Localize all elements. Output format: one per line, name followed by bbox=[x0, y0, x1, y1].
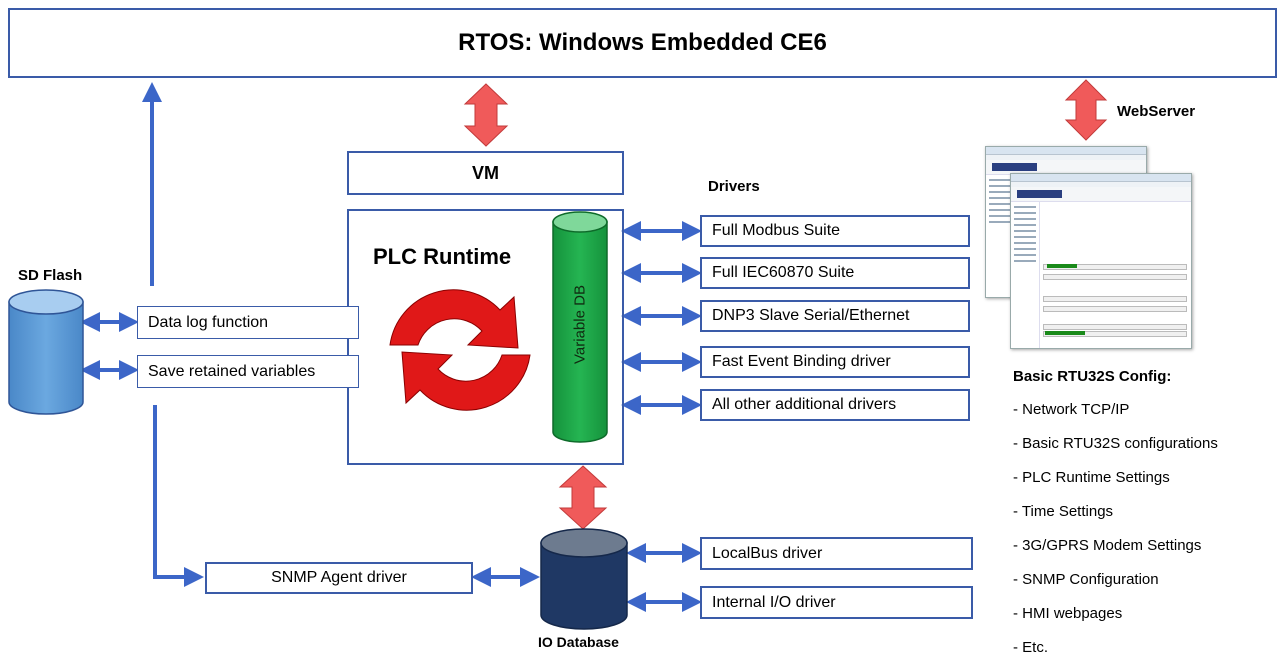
config-item: - Network TCP/IP bbox=[1013, 401, 1130, 418]
localbus-label: LocalBus driver bbox=[712, 544, 823, 562]
config-item: - SNMP Configuration bbox=[1013, 571, 1159, 588]
variable-db-label: Variable DB bbox=[571, 285, 589, 364]
variable-db-cylinder-icon bbox=[552, 211, 608, 443]
config-item: - Basic RTU32S configurations bbox=[1013, 435, 1218, 452]
driver-label-modbus: Full Modbus Suite bbox=[712, 222, 841, 239]
drivers-heading: Drivers bbox=[708, 178, 760, 195]
data-log-function-box: Data log function bbox=[137, 306, 359, 339]
sd-flash-label: SD Flash bbox=[18, 267, 83, 284]
config-item: - 3G/GPRS Modem Settings bbox=[1013, 537, 1202, 554]
driver-label-fast-event: Fast Event Binding driver bbox=[712, 353, 891, 370]
data-log-function-label: Data log function bbox=[148, 313, 269, 331]
cycle-refresh-icon bbox=[389, 289, 531, 411]
driver-label-other: All other additional drivers bbox=[712, 396, 897, 413]
driver-box-iec60870: Full IEC60870 Suite bbox=[700, 257, 970, 289]
config-item: - PLC Runtime Settings bbox=[1013, 469, 1170, 486]
snmp-agent-label: SNMP Agent driver bbox=[271, 569, 407, 586]
snmp-agent-box: SNMP Agent driver bbox=[205, 562, 473, 594]
plc-io-arrow bbox=[558, 465, 608, 530]
io-database-cylinder-icon bbox=[540, 528, 628, 630]
webserver-label: WebServer bbox=[1117, 103, 1196, 120]
internal-io-label: Internal I/O driver bbox=[712, 593, 836, 611]
rtos-vm-arrow bbox=[463, 83, 509, 147]
driver-box-dnp3: DNP3 Slave Serial/Ethernet bbox=[700, 300, 970, 332]
config-item: - Etc. bbox=[1013, 639, 1049, 656]
webpage-screenshot-front bbox=[1010, 173, 1192, 349]
vm-box: VM bbox=[347, 151, 624, 195]
sd-to-snmp-arrow bbox=[153, 405, 204, 587]
sd-flash-cylinder-icon bbox=[8, 289, 84, 415]
io-database-label: IO Database bbox=[538, 634, 619, 650]
driver-label-dnp3: DNP3 Slave Serial/Ethernet bbox=[712, 307, 910, 324]
rtos-webserver-arrow bbox=[1064, 79, 1108, 141]
config-item: - HMI webpages bbox=[1013, 605, 1123, 622]
rtos-bar: RTOS: Windows Embedded CE6 bbox=[8, 8, 1277, 78]
internal-io-box: Internal I/O driver bbox=[700, 586, 973, 619]
driver-label-iec60870: Full IEC60870 Suite bbox=[712, 264, 855, 281]
driver-box-other: All other additional drivers bbox=[700, 389, 970, 421]
localbus-box: LocalBus driver bbox=[700, 537, 973, 570]
driver-box-fast-event: Fast Event Binding driver bbox=[700, 346, 970, 378]
config-list: - Network TCP/IP - Basic RTU32S configur… bbox=[1013, 393, 1218, 665]
config-item: - Time Settings bbox=[1013, 503, 1114, 520]
rtos-title: RTOS: Windows Embedded CE6 bbox=[458, 29, 827, 56]
config-heading: Basic RTU32S Config: bbox=[1013, 368, 1172, 385]
save-retained-box: Save retained variables bbox=[137, 355, 359, 388]
plc-runtime-title: PLC Runtime bbox=[373, 244, 512, 269]
vm-label: VM bbox=[472, 162, 499, 183]
save-retained-label: Save retained variables bbox=[148, 362, 316, 380]
driver-box-modbus: Full Modbus Suite bbox=[700, 215, 970, 247]
